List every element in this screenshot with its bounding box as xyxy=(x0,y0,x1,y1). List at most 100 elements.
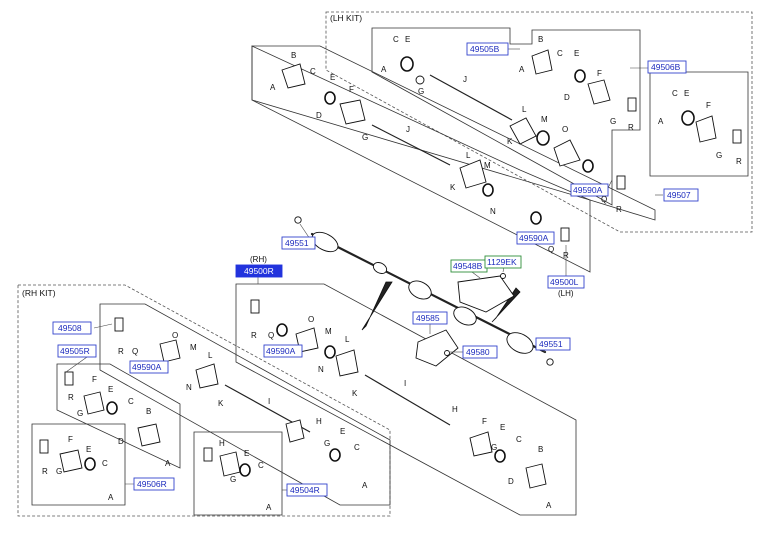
shaft-i-rh xyxy=(364,374,451,426)
lh-kit-components xyxy=(400,49,637,190)
letter-g: G xyxy=(230,475,236,484)
letter-d: D xyxy=(508,477,514,486)
letter-l: L xyxy=(466,151,471,160)
lh-kit-frame xyxy=(325,11,753,233)
letter-r: R xyxy=(251,331,257,340)
panel-49504r xyxy=(193,431,283,516)
partno-49590a-rhkit: 49590A xyxy=(132,362,162,372)
letter-a: A xyxy=(546,501,552,510)
partno-1129ek: 1129EK xyxy=(487,257,517,267)
bracket-49585 xyxy=(415,329,459,367)
letter-e: E xyxy=(86,445,91,454)
letter-f: F xyxy=(482,417,487,426)
letter-m: M xyxy=(190,343,197,352)
letter-b: B xyxy=(291,51,296,60)
letter-k: K xyxy=(507,137,513,146)
lh-kit-49506b-components xyxy=(681,110,742,144)
partno-box-49508 xyxy=(52,321,92,335)
letter-m: M xyxy=(325,327,332,336)
letter-m: M xyxy=(541,115,548,124)
letter-g: G xyxy=(716,151,722,160)
bracket-49548b xyxy=(457,275,515,313)
partno-49590a-lh: 49590A xyxy=(519,233,549,243)
letter-a: A xyxy=(381,65,387,74)
letter-g: G xyxy=(362,133,368,142)
letter-r: R xyxy=(628,123,634,132)
letter-c: C xyxy=(128,397,134,406)
letter-o: O xyxy=(562,125,568,134)
panel-49505r xyxy=(56,363,181,469)
letter-a: A xyxy=(362,481,368,490)
panel-49508 xyxy=(99,303,391,506)
letter-g: G xyxy=(324,439,330,448)
rh-kit-49508-components xyxy=(114,317,341,462)
letter-i: I xyxy=(404,379,406,388)
partno-49508: 49508 xyxy=(58,323,82,333)
partno-box-49504r xyxy=(286,483,328,497)
letter-f: F xyxy=(349,85,354,94)
letter-e: E xyxy=(244,449,249,458)
partno-box-49505r xyxy=(57,344,97,358)
partno-box-49590a-lh xyxy=(516,231,555,245)
partno-49500l: 49500L xyxy=(550,277,579,287)
letter-h: H xyxy=(452,405,458,414)
partno-box-49590a-rhkit xyxy=(129,360,169,374)
letter-n: N xyxy=(186,383,192,392)
letter-a: A xyxy=(165,459,171,468)
rh-kit-frame xyxy=(17,284,391,517)
letter-l: L xyxy=(345,335,350,344)
partno-box-1129ek xyxy=(484,255,522,269)
partno-49548b: 49548B xyxy=(453,261,483,271)
letter-e: E xyxy=(574,49,579,58)
letter-h: H xyxy=(219,439,225,448)
partno-49506r: 49506R xyxy=(137,479,167,489)
letter-a: A xyxy=(519,65,525,74)
main-driveshaft xyxy=(294,216,554,366)
partno-box-49585 xyxy=(412,311,448,325)
letter-f: F xyxy=(92,375,97,384)
lh-side-label: (LH) xyxy=(558,289,574,298)
letter-b: B xyxy=(538,445,543,454)
letter-g: G xyxy=(77,409,83,418)
shaft-j-lh xyxy=(371,124,451,166)
letter-r: R xyxy=(616,205,622,214)
letter-l: L xyxy=(208,351,213,360)
letter-a: A xyxy=(108,493,114,502)
letter-l: L xyxy=(522,105,527,114)
letter-e: E xyxy=(684,89,689,98)
letter-q: Q xyxy=(268,331,274,340)
letter-q: Q xyxy=(601,195,607,204)
letter-o: O xyxy=(172,331,178,340)
partno-box-49590a-rh xyxy=(263,344,303,358)
letter-e: E xyxy=(330,73,335,82)
part-labels: 49505B 49506B 49590A 49507 49590A 49500L… xyxy=(52,42,699,497)
letter-d: D xyxy=(118,437,124,446)
letter-a: A xyxy=(270,83,276,92)
letter-c: C xyxy=(393,35,399,44)
letter-e: E xyxy=(405,35,410,44)
letter-c: C xyxy=(672,89,678,98)
partno-box-49507 xyxy=(663,188,699,202)
letter-e: E xyxy=(500,423,505,432)
partno-box-49505b xyxy=(466,42,509,56)
letter-i: I xyxy=(268,397,270,406)
partno-box-49551-top xyxy=(281,236,316,250)
panel-49506r xyxy=(31,423,126,506)
letter-n: N xyxy=(490,207,496,216)
letter-f: F xyxy=(597,69,602,78)
letter-a: A xyxy=(658,117,664,126)
letter-e: E xyxy=(108,385,113,394)
letter-d: D xyxy=(316,111,322,120)
letter-k: K xyxy=(218,399,224,408)
partno-49506b: 49506B xyxy=(651,62,681,72)
lh-assembly-components xyxy=(281,63,570,242)
letter-c: C xyxy=(102,459,108,468)
letter-r: R xyxy=(68,393,74,402)
letter-m: M xyxy=(484,161,491,170)
component-letters: C E A G J B C E A D F G R L M K O Q R C … xyxy=(42,35,742,512)
partno-49504r: 49504R xyxy=(290,485,320,495)
letter-f: F xyxy=(68,435,73,444)
bolt-49580 xyxy=(444,350,450,356)
partno-49585: 49585 xyxy=(416,313,440,323)
